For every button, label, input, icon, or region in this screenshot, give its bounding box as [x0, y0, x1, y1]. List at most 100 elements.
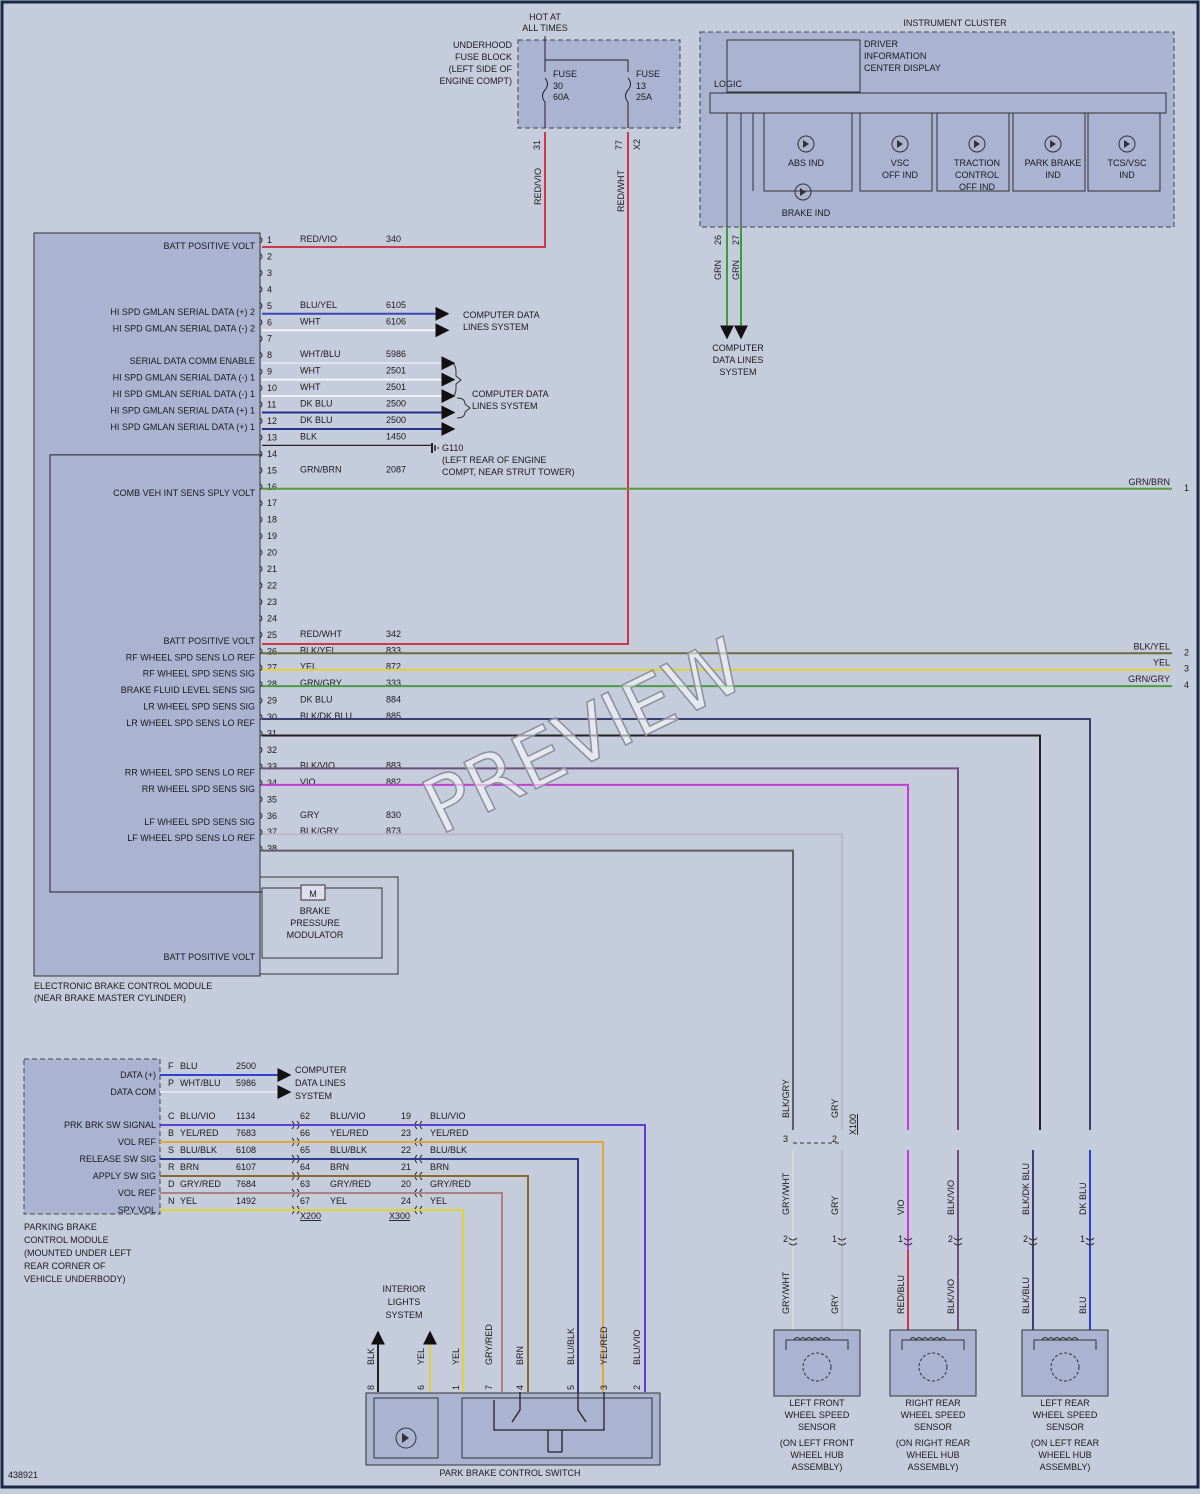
pin-bracket-34: [259, 779, 263, 787]
hot-label-2: ALL TIMES: [522, 23, 568, 33]
pin-bracket-2: [259, 253, 263, 260]
ebcm-pin-9: 9: [267, 367, 272, 377]
sensor-body-0: [773, 1329, 861, 1397]
ebcm-pin-label-8: SERIAL DATA COMM ENABLE: [130, 356, 255, 366]
wire-label-grn-1: GRN: [713, 260, 723, 280]
switch-pin-0: 8: [366, 1385, 376, 1390]
ebcm-wire-11: DK BLU: [300, 399, 333, 409]
ebcm-pin-14: 14: [267, 449, 277, 459]
pin-bracket-16: [259, 483, 263, 491]
ebcm-pin-23: 23: [267, 597, 277, 607]
ebcm-module: ELECTRONIC BRAKE CONTROL MODULE (NEAR BR…: [33, 232, 399, 1003]
ebcm-pin-8: 8: [267, 350, 272, 360]
switch-lamp-icon: [395, 1427, 417, 1449]
switch-wire-label-1: YEL: [416, 1348, 426, 1365]
motor-icon: [300, 884, 326, 901]
x300-wire-7: YEL: [430, 1196, 447, 1206]
sensor-title-2-1: WHEEL SPEED: [1033, 1410, 1098, 1420]
wire-label-grn-2: GRN: [731, 260, 741, 280]
sensor-mid-label-2-0: BLK/DK BLU: [1021, 1163, 1031, 1215]
cluster-dest-3: SYSTEM: [719, 367, 756, 377]
sensor-conn-bracket-0-0: [788, 1237, 798, 1246]
wire-pin-34: [262, 783, 909, 1130]
ebcm-circuit-29: 884: [386, 695, 401, 705]
pbcm-route-4: [160, 1158, 579, 1392]
ebcm-circuit-1: 340: [386, 234, 401, 244]
pbcm-pin-label-3: VOL REF: [118, 1137, 157, 1147]
ebcm-pin-26: 26: [267, 646, 277, 656]
ebcm-pin-label-5: HI SPD GMLAN SERIAL DATA (+) 2: [110, 307, 255, 317]
switch-pin-5: 5: [566, 1385, 576, 1390]
x300-pin-3: 23: [401, 1128, 411, 1138]
pbcm-pin-circuit-2: 1134: [236, 1111, 255, 1121]
ebcm-circuit-34: 882: [386, 777, 401, 787]
pbcm-route-5: [160, 1175, 529, 1392]
switch-pin-7: 2: [632, 1385, 642, 1390]
switch-wire-label-0: BLK: [366, 1348, 376, 1365]
pbcm-pin-wire-6: GRY/RED: [180, 1179, 221, 1189]
dic-label-2: INFORMATION: [864, 51, 926, 61]
sensor-loc-1-1: WHEEL HUB: [906, 1450, 959, 1460]
pbcm-pin-circuit-1: 5986: [236, 1078, 256, 1088]
pin-bracket-8: [259, 351, 263, 359]
switch-wire-label-4: BRN: [515, 1346, 525, 1365]
ebcm-pin-15: 15: [267, 465, 277, 475]
ebcm-pin-1: 1: [267, 235, 272, 245]
switch-pin-1: 6: [416, 1385, 426, 1390]
x200-pin-3: 66: [300, 1128, 310, 1138]
switch-wires: BLK8YEL6YEL1GRY/RED7BRN4BLU/BLK5YEL/RED3…: [160, 1124, 646, 1392]
sensor-mid-label-1-0: VIO: [896, 1199, 906, 1215]
ebcm-pin-label-33: RR WHEEL SPD SENS LO REF: [125, 767, 256, 777]
ebcm-pin-17: 17: [267, 498, 277, 508]
sensor-bot-label-1-1: BLK/VIO: [946, 1279, 956, 1314]
wire-pin-37: [262, 833, 843, 1130]
pbcm-dest-1: COMPUTER: [295, 1065, 347, 1075]
pin-bracket-4: [259, 285, 263, 293]
switch-wire-label-7: BLU/VIO: [632, 1329, 642, 1365]
x300-pin-6: 20: [401, 1179, 411, 1189]
fuse-b-rating: 25A: [636, 92, 652, 102]
pbcm-route-6: [160, 1192, 503, 1392]
x300-wire-3: YEL/RED: [430, 1128, 469, 1138]
cdl-1-label-2: LINES SYSTEM: [463, 322, 529, 332]
sensor-title-2-0: LEFT REAR: [1040, 1398, 1090, 1408]
pbcm-pin-wire-1: WHT/BLU: [180, 1078, 221, 1088]
ebcm-pin-label-16: COMB VEH INT SENS SPLY VOLT: [113, 488, 255, 498]
ebcm-circuit-8: 5986: [386, 349, 406, 359]
pin-bracket-14: [259, 450, 263, 458]
sensor-top-label-0-1: GRY: [830, 1099, 840, 1118]
pin-bracket-32: [259, 746, 263, 754]
ground-g110: G110: [442, 443, 463, 453]
sensor-pin-1-1: 2: [948, 1234, 953, 1244]
x200-pin-4: 65: [300, 1145, 310, 1155]
ebcm-pin-16: 16: [267, 482, 277, 492]
traction-ind-label-2: CONTROL: [955, 170, 999, 180]
sensor-bot-label-0-1: GRY: [830, 1295, 840, 1314]
sensor-mid-label-1-1: BLK/VIO: [946, 1180, 956, 1215]
ebcm-circuit-36: 830: [386, 810, 401, 820]
instrument-cluster: INSTRUMENT CLUSTER DRIVER INFORMATION CE…: [699, 18, 1175, 377]
ebcm-circuit-6: 6106: [386, 316, 406, 326]
right-wire-label-4: GRN/GRY: [1128, 674, 1170, 684]
pbcm-route-3: [160, 1141, 604, 1392]
right-wire-num-3: 3: [1184, 664, 1189, 674]
ebcm-wire-15: GRN/BRN: [300, 464, 342, 474]
vsc-indicator-lamp: [891, 135, 909, 153]
ebcm-circuit-25: 342: [386, 629, 401, 639]
sensor-mid-label-0-0: GRY/WHT: [781, 1172, 791, 1215]
fuse-30-symbol: [542, 77, 548, 103]
pin-bracket-21: [259, 565, 263, 573]
fuse-pin-77: 77: [614, 140, 624, 150]
ebcm-wire-5: BLU/YEL: [300, 300, 337, 310]
pbcm-pin-label-6: VOL REF: [118, 1188, 157, 1198]
ebcm-circuit-12: 2500: [386, 415, 406, 425]
pin-bracket-23: [259, 598, 263, 606]
wires: [49, 306, 1172, 1130]
hot-label-1: HOT AT: [529, 12, 561, 22]
switch-title: PARK BRAKE CONTROL SWITCH: [439, 1468, 580, 1478]
right-wire-label-2: BLK/YEL: [1133, 641, 1170, 651]
ebcm-pin-label-28: BRAKE FLUID LEVEL SENS SIG: [121, 685, 255, 695]
ebcm-circuit-10: 2501: [386, 382, 406, 392]
